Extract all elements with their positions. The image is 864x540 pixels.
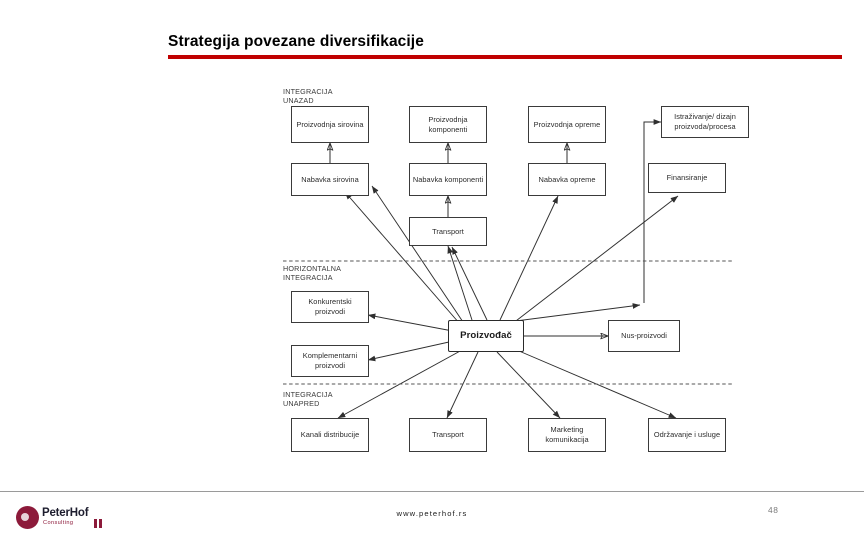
node-nabavka-opreme[interactable]: Nabavka opreme: [528, 163, 606, 196]
node-proizvodnja-komponenti[interactable]: Proizvodnja komponenti: [409, 106, 487, 143]
node-proizvodnja-opreme[interactable]: Proizvodnja opreme: [528, 106, 606, 143]
node-transport-downstream[interactable]: Transport: [409, 418, 487, 452]
node-odrzavanje-usluge[interactable]: Održavanje i usluge: [648, 418, 726, 452]
node-proizvodnja-sirovina[interactable]: Proizvodnja sirovina: [291, 106, 369, 143]
logo-bars-icon: [94, 519, 104, 537]
section-label-backward: INTEGRACIJA UNAZAD: [283, 87, 333, 106]
logo-dot-icon: [21, 513, 29, 521]
logo-tagline: Consulting: [43, 520, 74, 526]
section-label-horizontal: HORIZONTALNA INTEGRACIJA: [283, 264, 342, 283]
node-transport-upstream[interactable]: Transport: [409, 217, 487, 246]
logo-name: PeterHof: [42, 507, 89, 519]
node-finansiranje[interactable]: Finansiranje: [648, 163, 726, 193]
node-komplementarni-proizvodi[interactable]: Komplementarni proizvodi: [291, 345, 369, 377]
title-underline-rule: [168, 55, 842, 59]
page-title: Strategija povezane diversifikacije: [168, 33, 424, 50]
node-kanali-distribucije[interactable]: Kanali distribucije: [291, 418, 369, 452]
page-number: 48: [768, 505, 779, 515]
node-nabavka-sirovina[interactable]: Nabavka sirovina: [291, 163, 369, 196]
node-marketing-komunikacija[interactable]: Marketing komunikacija: [528, 418, 606, 452]
node-istrazivanje-dizajn[interactable]: Istraživanje/ dizajn proizvoda/procesa: [661, 106, 749, 138]
node-nus-proizvodi[interactable]: Nus-proizvodi: [608, 320, 680, 352]
node-konkurentski-proizvodi[interactable]: Konkurentski proizvodi: [291, 291, 369, 323]
diagram-canvas: INTEGRACIJA UNAZAD HORIZONTALNA INTEGRAC…: [283, 87, 749, 452]
node-nabavka-komponenti[interactable]: Nabavka komponenti: [409, 163, 487, 196]
footer-divider: [0, 491, 864, 492]
peterhof-logo: PeterHof Consulting: [16, 503, 126, 533]
website-url: www.peterhof.rs: [396, 509, 468, 518]
node-proizvodjac-center[interactable]: Proizvođač: [448, 320, 524, 352]
section-label-forward: INTEGRACIJA UNAPRED: [283, 390, 333, 409]
diagram-connectors: [283, 119, 733, 419]
